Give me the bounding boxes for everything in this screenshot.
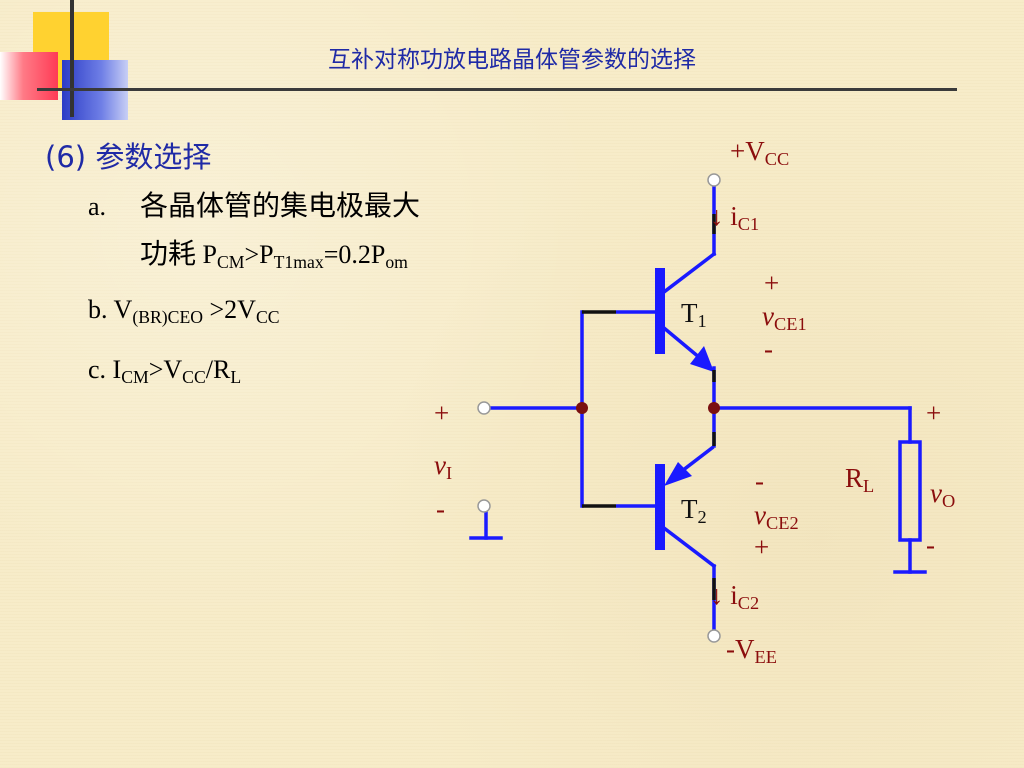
item-a-om: om: [385, 251, 408, 272]
rl-label: RL: [845, 463, 874, 496]
t1-collector-lead: [661, 251, 717, 295]
header-divider: [37, 88, 957, 91]
t2-sub: 2: [697, 507, 707, 528]
vi-plus: +: [434, 398, 450, 428]
decor-red-square: [0, 52, 58, 100]
rl-resistor: [898, 440, 922, 542]
t2-collector-lead: [661, 525, 717, 569]
item-c-CM: CM: [121, 366, 149, 387]
vce1-plus: +: [764, 268, 780, 298]
item-c-slash: /R: [205, 355, 231, 384]
item-a-eq: =0.2P: [323, 240, 386, 269]
vo-v: v: [930, 478, 942, 508]
t1-label: T1: [681, 298, 707, 331]
rl-R: R: [845, 463, 864, 493]
item-b-V: b. V: [88, 295, 133, 324]
t2-label: T2: [681, 494, 707, 527]
t1-emitter-lead: [661, 325, 703, 361]
item-b-cc: CC: [255, 306, 280, 327]
ic1-sub: C1: [737, 214, 760, 235]
vce2-v: v: [754, 500, 766, 530]
item-c-CC: CC: [182, 366, 206, 387]
t1-sub: 1: [697, 311, 707, 332]
vi-label: vI: [434, 450, 452, 483]
section-heading: (6) 参数选择: [45, 134, 211, 176]
item-b-sub: (BR)CEO: [132, 306, 204, 327]
vcc-sub: CC: [764, 149, 790, 170]
vi-v: v: [434, 450, 446, 480]
rl-sub: L: [863, 476, 875, 497]
item-c-gt: >V: [148, 355, 183, 384]
vce2-sub: CE2: [765, 513, 799, 534]
vee-sub: EE: [754, 647, 777, 668]
vcc-main: +V: [730, 136, 765, 166]
t1-T: T: [681, 298, 698, 328]
item-b-rest: >2V: [203, 295, 256, 324]
vo-sub: O: [941, 491, 956, 512]
input-minus-terminal: [477, 499, 491, 513]
vo-label: vO: [930, 478, 955, 511]
decor-vertical-line: [70, 0, 74, 117]
section-number: (6): [45, 140, 87, 174]
input-plus-terminal: [477, 401, 491, 415]
ic2-arrow-icon: ↓: [710, 580, 724, 610]
section-heading-text: 参数选择: [95, 140, 212, 174]
t1-base-bar: [655, 268, 665, 354]
vce2-label: vCE2: [754, 500, 799, 533]
page-title: 互补对称功放电路晶体管参数的选择: [328, 47, 696, 73]
t2-emitter-arrow: [664, 462, 692, 486]
item-a-gt: >P: [244, 240, 274, 269]
vce2-minus: -: [755, 466, 764, 496]
vee-main: -V: [726, 634, 755, 664]
item-a-line2: 功耗 PCM>PT1max=0.2Pom: [140, 237, 408, 271]
vce1-sub: CE1: [773, 314, 807, 335]
vi-minus: -: [436, 494, 445, 524]
vi-sub: I: [445, 463, 453, 484]
ic2-label: ↓ iC2: [710, 580, 759, 613]
ic2-sub: C2: [737, 593, 760, 614]
vo-minus: -: [926, 530, 935, 560]
item-c-L: L: [230, 366, 242, 387]
item-a-cn: 功耗: [140, 237, 197, 270]
output-junction: [708, 402, 720, 414]
t2-T: T: [681, 494, 698, 524]
item-a-CM: CM: [216, 251, 245, 272]
item-a-line1: 各晶体管的集电极最大: [140, 189, 421, 222]
item-a-T1max: T1max: [273, 251, 324, 272]
base-junction: [576, 402, 588, 414]
vce1-minus: -: [764, 334, 773, 364]
vce2-plus: +: [754, 532, 770, 562]
vcc-terminal: [707, 173, 721, 187]
vce1-label: vCE1: [762, 301, 807, 334]
t1-emitter-arrow: [690, 346, 714, 372]
ic2-i: i: [730, 580, 738, 610]
vce1-v: v: [762, 301, 774, 331]
vee-label: -VEE: [726, 634, 777, 667]
vcc-label: +VCC: [730, 136, 789, 169]
t2-base-bar: [655, 464, 665, 550]
vo-plus: +: [926, 398, 942, 428]
item-a-marker: a.: [88, 192, 107, 221]
vee-terminal: [707, 629, 721, 643]
ic1-arrow-icon: ↓: [710, 201, 724, 231]
ic1-i: i: [730, 201, 738, 231]
item-a-P: P: [202, 240, 217, 269]
item-c: c. ICM>VCC/RL: [88, 355, 241, 386]
item-b: b. V(BR)CEO >2VCC: [88, 295, 280, 326]
ic1-label: ↓ iC1: [710, 201, 759, 234]
item-c-I: c. I: [88, 355, 122, 384]
